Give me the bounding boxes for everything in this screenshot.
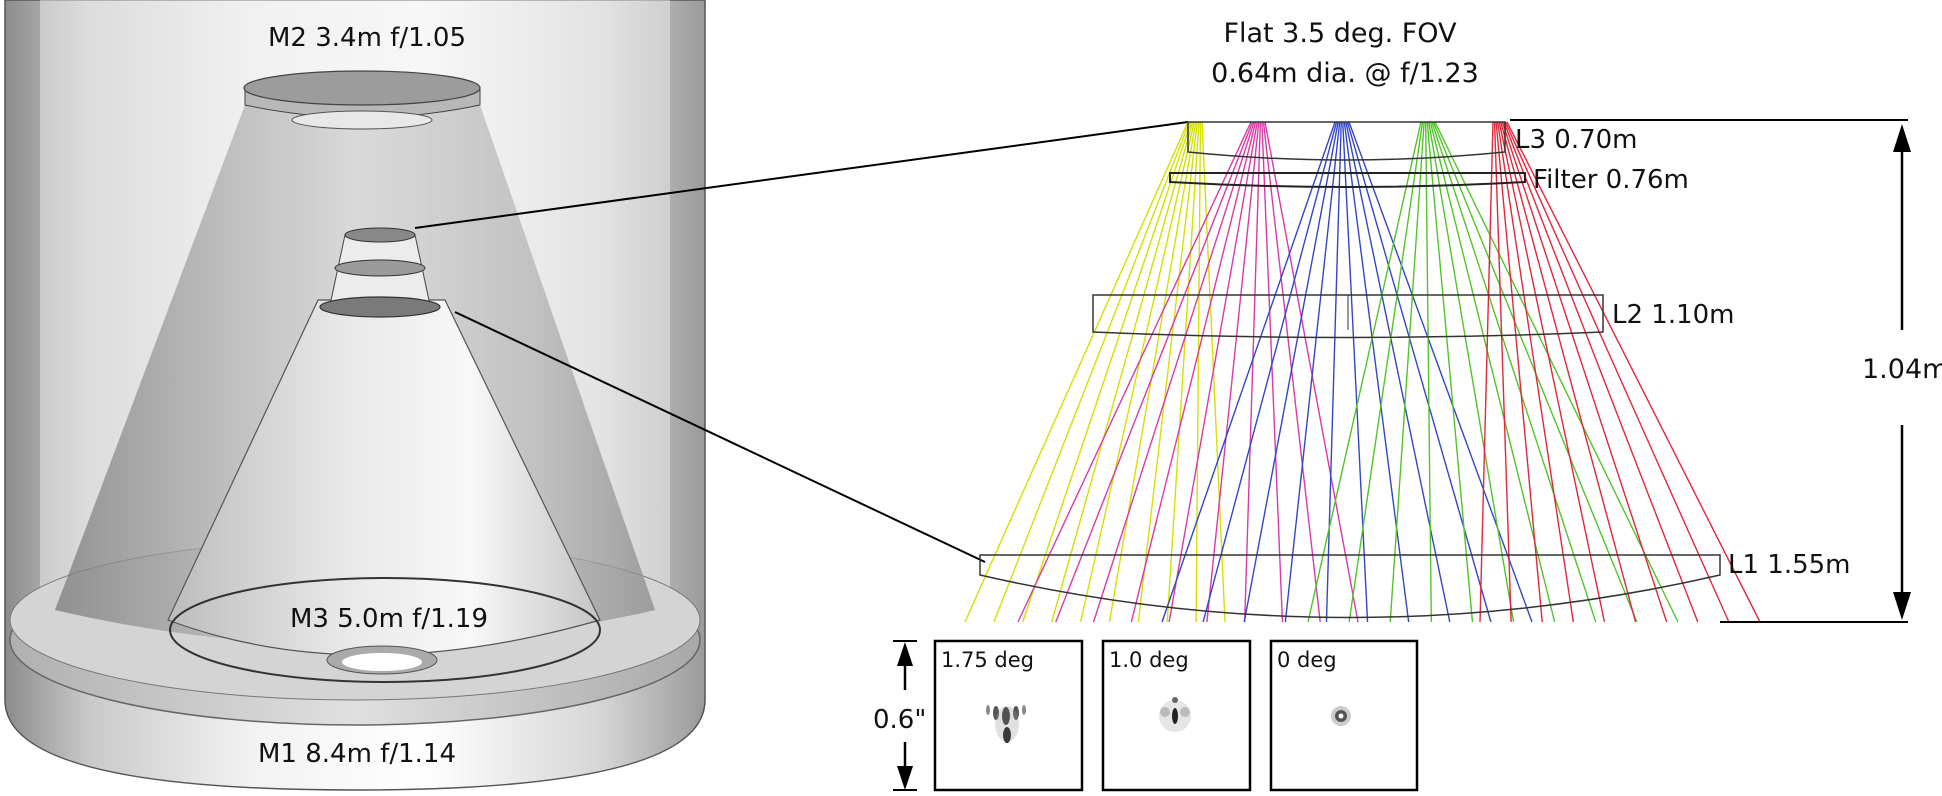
spot-panel-1: 1.75 deg	[933, 639, 1084, 792]
ray-line	[1206, 121, 1260, 623]
filter-label: Filter 0.76m	[1533, 165, 1689, 195]
ray-line	[1424, 121, 1433, 623]
m1-label: M1 8.4m f/1.14	[258, 739, 456, 769]
ray-line	[1345, 121, 1451, 623]
ray-line	[1017, 121, 1252, 623]
ray-line	[993, 121, 1191, 623]
scale-label: 0.6"	[873, 705, 926, 735]
spot-panel-label: 1.0 deg	[1109, 648, 1189, 672]
ray-bundles	[964, 121, 1761, 623]
ray-line	[1426, 121, 1474, 623]
camera-l1-ring	[319, 296, 441, 318]
ray-line	[1264, 121, 1359, 623]
ray-line	[1496, 121, 1575, 623]
ray-line	[1431, 121, 1597, 623]
l3-label: L3 0.70m	[1515, 125, 1638, 155]
lens-l2	[1092, 294, 1604, 339]
ray-line	[1434, 121, 1679, 623]
ray-line	[1079, 121, 1195, 623]
ray-line	[1501, 121, 1668, 623]
spot-pattern	[1159, 697, 1191, 732]
ray-line	[1261, 121, 1284, 623]
ray-line	[1055, 121, 1254, 623]
callout-line-bottom	[454, 311, 986, 563]
telescope-cutaway: M2 3.4m f/1.05 M3 5.0m f/1.19 M1 8.4m f/…	[4, 0, 706, 791]
camera-optics: Flat 3.5 deg. FOV 0.64m dia. @ f/1.23 L3…	[964, 18, 1942, 623]
spot-panel-label: 1.75 deg	[941, 648, 1034, 672]
l2-label: L2 1.10m	[1612, 300, 1735, 330]
callout-line-top	[414, 121, 1189, 229]
m2-mirror	[243, 70, 481, 106]
lens-l3	[1187, 121, 1506, 161]
ray-line	[1050, 121, 1194, 623]
ray-line	[1130, 121, 1257, 623]
ray-line	[1504, 121, 1730, 623]
spot-pattern	[1331, 706, 1351, 726]
fov-title: Flat 3.5 deg. FOV	[1223, 18, 1457, 49]
spot-panel-3: 0 deg	[1269, 639, 1419, 792]
height-label: 1.04m	[1862, 354, 1942, 385]
height-dimension: 1.04m	[1510, 119, 1942, 623]
ray-line	[1348, 121, 1424, 623]
ray-line	[1108, 121, 1197, 623]
ray-line	[964, 121, 1189, 623]
l1-label: L1 1.55m	[1728, 550, 1851, 580]
ray-line	[1195, 121, 1202, 623]
ray-line	[1325, 121, 1342, 623]
lens-l1	[979, 554, 1721, 619]
m3-label: M3 5.0m f/1.19	[290, 604, 488, 634]
ray-line	[1166, 121, 1200, 623]
m3-mirror	[169, 577, 601, 683]
filter-element	[1169, 172, 1526, 188]
ray-line	[1284, 121, 1341, 623]
spot-panel-2: 1.0 deg	[1101, 639, 1252, 792]
ray-line	[1495, 121, 1543, 623]
ray-line	[1348, 121, 1533, 623]
ray-line	[1161, 121, 1336, 623]
ray-line	[1342, 121, 1369, 623]
ray-line	[1243, 121, 1339, 623]
ray-line	[1506, 121, 1761, 623]
ray-line	[1343, 121, 1410, 623]
ray-line	[1479, 121, 1494, 623]
ray-line	[1137, 121, 1199, 623]
spot-diagrams: 0.6" 1.75 deg 1.0 deg	[873, 639, 1419, 792]
ray-line	[1389, 121, 1425, 623]
ray-line	[1498, 121, 1606, 623]
ray-line	[1503, 121, 1699, 623]
fov-subtitle: 0.64m dia. @ f/1.23	[1211, 58, 1479, 89]
ray-line	[1022, 121, 1192, 623]
ray-line	[1243, 121, 1262, 623]
ray-line	[1202, 121, 1338, 623]
ray-line	[1500, 121, 1637, 623]
ray-line	[1428, 121, 1515, 623]
ray-line	[1346, 121, 1492, 623]
ray-line	[1493, 121, 1512, 623]
spot-pattern	[986, 705, 1026, 743]
ray-line	[1168, 121, 1258, 623]
ray-line	[1092, 121, 1255, 623]
scale-bar: 0.6"	[873, 640, 926, 791]
ray-line	[1307, 121, 1422, 623]
spot-panel-label: 0 deg	[1277, 648, 1337, 672]
m2-label: M2 3.4m f/1.05	[268, 23, 466, 53]
